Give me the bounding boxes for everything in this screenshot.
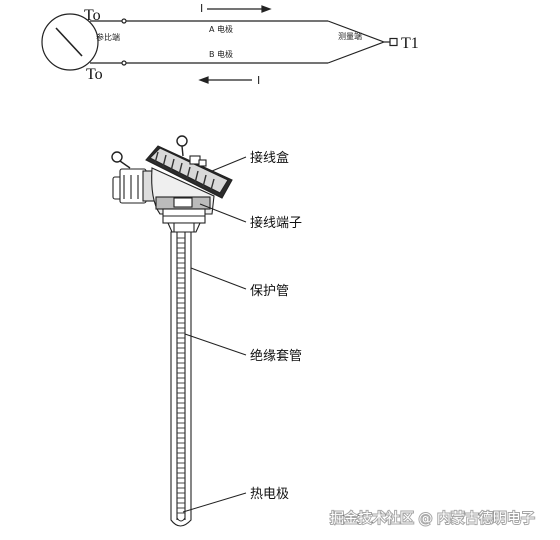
current-label-top: I [200, 2, 203, 15]
thermocouple-assembly [111, 135, 233, 527]
galvanometer-needle [55, 27, 83, 57]
watermark: 掘金技术社区 @ 内蒙古德明电子 [330, 511, 535, 527]
junction-box-label: 接线盒 [250, 150, 289, 166]
electrode-b-label: B 电极 [209, 49, 233, 59]
leader-junction-box [211, 156, 247, 172]
galvanometer [41, 13, 99, 71]
ref-temp-label-bottom: To [86, 66, 103, 83]
junction-line-top [327, 20, 385, 43]
leader-lines [182, 156, 247, 513]
leader-hot-electrode [182, 492, 247, 513]
leader-protection-tube [190, 267, 247, 290]
junction-line-bottom [327, 41, 385, 64]
eyelets [111, 135, 188, 169]
junction-box-lid [145, 145, 233, 199]
hot-electrode-label: 热电极 [250, 487, 289, 502]
ref-node-top [121, 18, 127, 24]
leader-insulation-sleeve [184, 333, 247, 356]
meas-temp-label: T1 [401, 35, 419, 52]
cable-gland [112, 168, 156, 204]
current-arrow-top-head [261, 5, 272, 13]
insulation-sleeve-segments [177, 237, 185, 514]
meas-end-label: 测量端 [338, 31, 362, 41]
thermocouple-circuit [41, 5, 398, 84]
electrode-a-label: A 电极 [209, 24, 233, 34]
current-arrow-bottom-head [198, 76, 209, 84]
measuring-junction-node [389, 37, 398, 47]
insulation-sleeve-label: 绝缘套管 [250, 348, 302, 364]
junction-box-body [151, 167, 215, 233]
leader-terminal [199, 203, 247, 223]
ref-node-bottom [121, 60, 127, 66]
protection-tube [170, 231, 192, 527]
current-label-bottom: I [257, 74, 260, 87]
hot-electrode-tip [176, 517, 186, 522]
ref-temp-label-top: To [84, 7, 101, 24]
protection-tube-label: 保护管 [250, 284, 289, 299]
ref-end-label: 参比端 [96, 32, 120, 42]
terminal-label: 接线端子 [250, 215, 302, 231]
